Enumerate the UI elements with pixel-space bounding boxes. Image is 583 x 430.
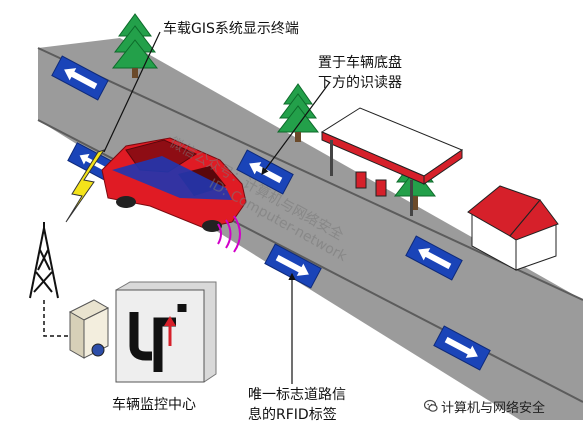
rfid-tag-5 bbox=[433, 325, 491, 371]
server-icon bbox=[68, 299, 110, 359]
footer-source-label: 计算机与网络安全 bbox=[441, 401, 546, 416]
gis-terminal-label: 车载GIS系统显示终端 bbox=[163, 21, 299, 37]
tree-icon bbox=[111, 13, 159, 78]
monitor-center-label: 车辆监控中心 bbox=[112, 397, 196, 413]
network-link bbox=[43, 300, 72, 337]
signal-waves bbox=[217, 215, 241, 253]
monitor-center-box bbox=[115, 281, 217, 383]
rfid-label-line2: 息的RFID标签 bbox=[248, 407, 337, 423]
rfid-tag-3 bbox=[405, 235, 463, 281]
gas-station bbox=[320, 107, 464, 216]
reader-label-line1: 置于车辆底盘 bbox=[318, 55, 402, 71]
leader-lines bbox=[103, 31, 331, 384]
car bbox=[101, 137, 247, 232]
rfid-tag-4 bbox=[264, 243, 322, 289]
radio-tower-icon bbox=[29, 222, 59, 299]
rfid-label-line1: 唯一标志道路信 bbox=[248, 387, 346, 403]
reader-label-line2: 下方的识读器 bbox=[318, 75, 402, 91]
tree-icon bbox=[276, 83, 320, 142]
wechat-icon bbox=[424, 399, 438, 412]
rfid-tag-1 bbox=[51, 55, 109, 101]
lightning-icon bbox=[65, 149, 106, 223]
house bbox=[467, 185, 559, 271]
